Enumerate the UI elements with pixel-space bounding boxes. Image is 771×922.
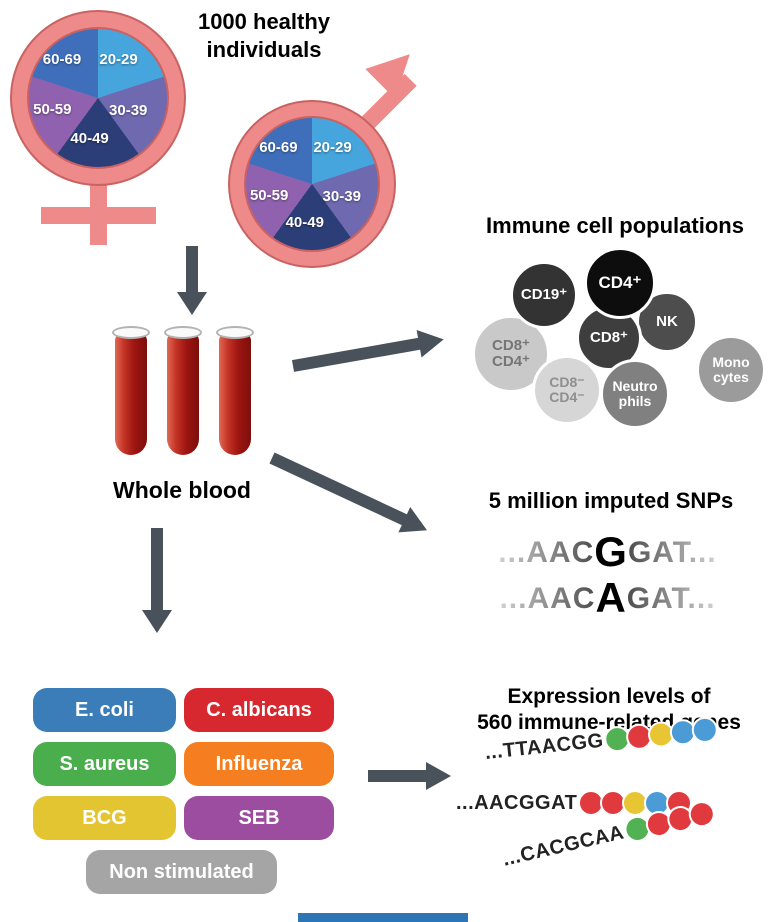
stimulus-non-stimulated: Non stimulated [86,850,277,894]
blood-tube-opening [164,326,202,339]
age-segment-label: 30-39 [322,187,361,205]
age-segment-label: 40-49 [70,129,109,147]
age-segment-label: 40-49 [285,214,324,232]
arrow-blood-to-cells [291,324,453,379]
male-symbol: 20-29 30-39 40-49 50-59 60-69 [228,39,425,268]
cell-label-line: cytes [713,369,749,385]
arrow-shaft [291,337,423,372]
cell-circle-neutrophils: Neutro phils [600,359,670,429]
snp-sequence-suffix: GAT... [626,582,716,615]
blood-tubes [112,326,262,462]
age-segment-label: 50-59 [249,186,289,204]
blood-tube [164,326,202,458]
snp-sequence-variant: ...AACAGAT... [450,574,765,622]
snp-sequence-suffix: GAT... [627,536,717,569]
snp-sequence-prefix: ...AAC [499,582,596,615]
blood-tube-opening [216,326,254,339]
expression-dot [600,790,627,816]
blood-tube [216,326,254,458]
female-symbol-ring: 20-29 30-39 40-49 50-59 60-69 [10,10,186,186]
snps-title: 5 million imputed SNPs [488,488,734,513]
blood-tube-body [115,333,147,455]
stimulus-influenza: Influenza [184,742,334,786]
cell-label-line: CD4⁺ [492,353,530,370]
male-symbol-arrow-head [365,39,425,99]
expression-dot [578,790,605,816]
cell-circle-cd19pos: CD19⁺ [510,261,578,329]
arrow-head [416,325,447,358]
snp-allele: G [594,528,628,575]
cell-circle-cd8neg-cd4neg: CD8⁻ CD4⁻ [532,355,602,425]
snp-sequence-prefix: ...AAC [498,536,595,569]
cell-label-line: phils [618,393,652,409]
cell-label-line: NK [656,313,678,331]
age-segment-label: 30-39 [109,102,148,120]
arrow-stimuli-to-expression [368,762,458,790]
stimulus-s-aureus: S. aureus [33,742,176,786]
arrow-shaft [186,246,198,294]
male-symbol-ring: 20-29 30-39 40-49 50-59 60-69 [228,100,396,268]
cell-label-line: CD8⁺ [590,329,628,347]
stimulus-seb: SEB [184,796,334,840]
arrow-head [426,762,451,790]
cell-label-line: CD4⁻ [549,389,585,405]
arrow-shaft [368,770,428,782]
female-symbol: 20-29 30-39 40-49 50-59 60-69 [10,10,186,245]
arrow-blood-to-snps [266,445,441,546]
expression-title-line1: Expression levels of [507,685,711,708]
blood-tube-body [167,333,199,455]
stimulus-c-albicans: C. albicans [184,688,334,732]
expression-dot [690,715,720,745]
arrow-blood-to-stimuli [142,528,172,638]
cell-label-line: CD19⁺ [520,286,568,304]
gene-sequence: ...AACGGAT [456,791,578,814]
cell-label-line: Neutro [612,378,658,395]
age-segment-label: 20-29 [313,139,352,157]
cohort-title-line1: 1000 healthy [197,9,331,34]
whole-blood-label: Whole blood [113,477,251,503]
arrow-shaft [269,452,409,526]
cohort-title: 1000 healthy individuals [178,8,350,63]
stimulus-bcg: BCG [33,796,176,840]
gene-sequence: ...CACGCAA [500,820,627,871]
cropped-blue-bar [298,913,468,922]
cohort-title-line2: individuals [206,36,322,62]
cell-circle-cd4pos: CD4⁺ [584,247,656,319]
blood-tube-body [219,333,251,455]
cell-label-line: CD8⁺ [492,337,530,355]
age-segment-label: 60-69 [42,51,82,69]
age-pie: 20-29 30-39 40-49 50-59 60-69 [27,27,169,169]
blood-tube-opening [112,326,150,339]
immune-cells-title: Immune cell populations [486,213,744,238]
cell-label-line: CD4⁺ [598,273,642,293]
female-symbol-crossbar [41,207,156,224]
arrow-head [142,610,172,633]
snp-sequence-reference: ...AACGGAT... [450,528,765,576]
age-pie: 20-29 30-39 40-49 50-59 60-69 [244,116,380,252]
stimulus-e-coli: E. coli [33,688,176,732]
age-segment-label: 50-59 [33,100,72,118]
arrow-head [177,292,207,315]
age-segment-label: 20-29 [99,51,138,69]
age-segment-label: 60-69 [259,139,298,157]
cell-label-line: CD8⁻ [549,374,585,391]
blood-tube [112,326,150,458]
immune-cell-cluster: CD8⁺ CD4⁺ CD19⁺ NK Mono cytes CD8⁺ CD4⁺ … [468,243,770,435]
snp-allele: A [595,574,627,621]
arrow-shaft [151,528,163,612]
cell-circle-monocytes: Mono cytes [696,335,766,405]
arrow-cohort-to-blood [177,246,207,318]
cell-label-line: Mono [712,354,750,371]
